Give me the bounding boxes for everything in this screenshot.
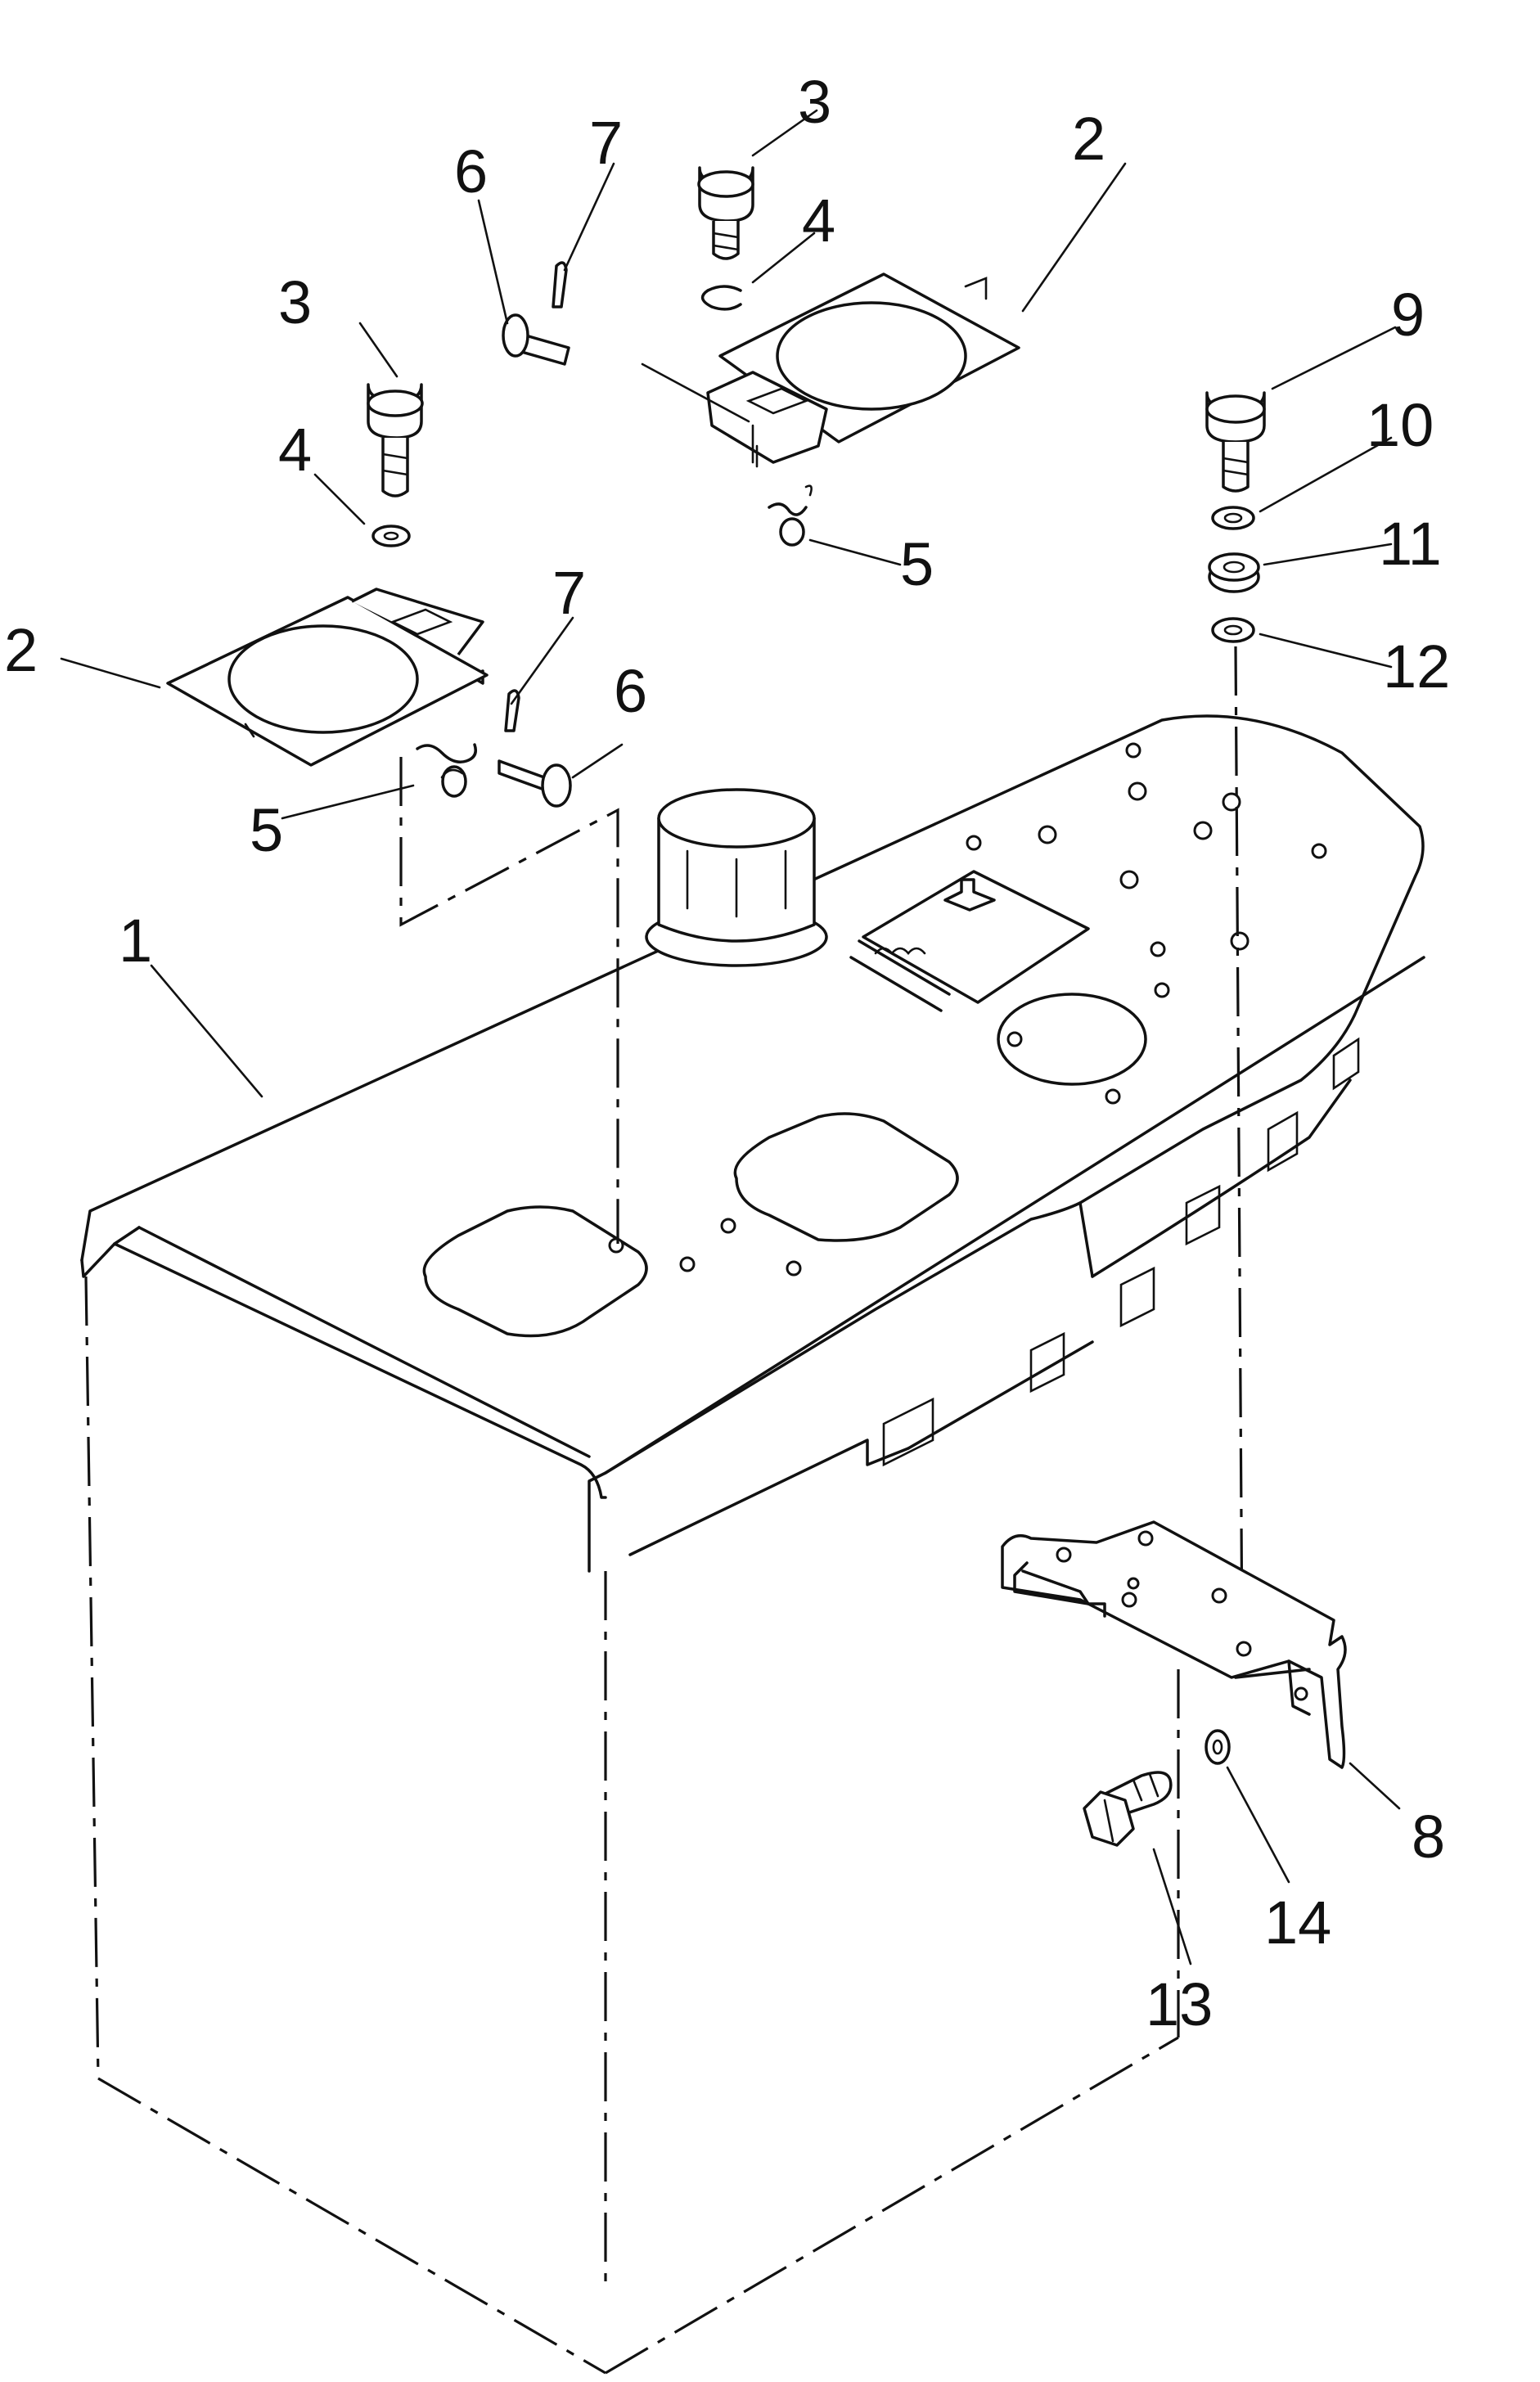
leader-lines (60, 109, 1401, 1965)
cotter-7-left (504, 689, 520, 732)
bolt-13 (1083, 1771, 1173, 1847)
bolt-9 (1205, 391, 1266, 493)
assembly-line-right (1234, 646, 1244, 1646)
callout-11: 11 (1379, 510, 1442, 578)
spring-clip-5-left (416, 743, 477, 798)
cover-left-hinge (351, 588, 484, 656)
hinge-knuckles (874, 947, 926, 956)
callout-13: 13 (1146, 1970, 1213, 2038)
callout-5-top: 5 (900, 530, 934, 598)
washer-12 (1211, 617, 1255, 643)
pin-6-top (502, 313, 570, 366)
callout-7-top: 7 (589, 109, 623, 177)
pin-6-left (498, 759, 572, 808)
callout-4-top: 4 (802, 187, 835, 254)
callout-6-right: 6 (614, 657, 647, 725)
wing-nut-icon (943, 878, 996, 912)
deck-window-right (733, 1112, 959, 1242)
callout-10: 10 (1367, 391, 1434, 459)
cover-right-hinge (706, 371, 828, 464)
callout-4-left: 4 (278, 416, 312, 484)
callout-2-left: 2 (4, 616, 38, 684)
housing-body (80, 714, 1425, 2375)
deck-holes (608, 742, 1327, 1277)
cover-right (641, 272, 1020, 468)
cover-left (166, 588, 489, 767)
assembly-line-left (399, 757, 619, 1244)
filler-neck-top (657, 788, 816, 849)
cotter-7-top (552, 261, 568, 308)
callout-7-left: 7 (552, 559, 586, 627)
bolt-3-left (367, 383, 424, 498)
callout-3-left: 3 (278, 268, 312, 336)
bracket-8 (1001, 1520, 1347, 1769)
deck-round-port (997, 993, 1147, 1086)
grommet-11 (1208, 552, 1260, 593)
callout-2-top: 2 (1072, 105, 1105, 173)
callout-5-left: 5 (250, 796, 283, 864)
washer-10 (1211, 506, 1255, 530)
washer-4-left (371, 525, 411, 547)
callout-6-top: 6 (454, 137, 488, 205)
callout-8: 8 (1412, 1803, 1445, 1871)
callout-1: 1 (119, 907, 152, 975)
callout-9: 9 (1391, 281, 1425, 349)
panel-hinge (849, 939, 951, 1012)
callout-3-top: 3 (798, 68, 831, 136)
callout-12: 12 (1383, 633, 1450, 700)
deck-window-left (422, 1205, 648, 1338)
washer-4-top (700, 285, 742, 311)
washer-14 (1205, 1729, 1231, 1765)
callout-labels: 1 2 2 3 3 4 4 5 5 6 6 7 7 8 9 10 11 12 1… (4, 68, 1450, 2038)
callout-14: 14 (1264, 1889, 1331, 1956)
spring-clip-5-top (768, 484, 813, 547)
bolt-3-top (697, 166, 754, 260)
deck-openings (399, 742, 1327, 1338)
access-panel (862, 870, 1090, 1004)
